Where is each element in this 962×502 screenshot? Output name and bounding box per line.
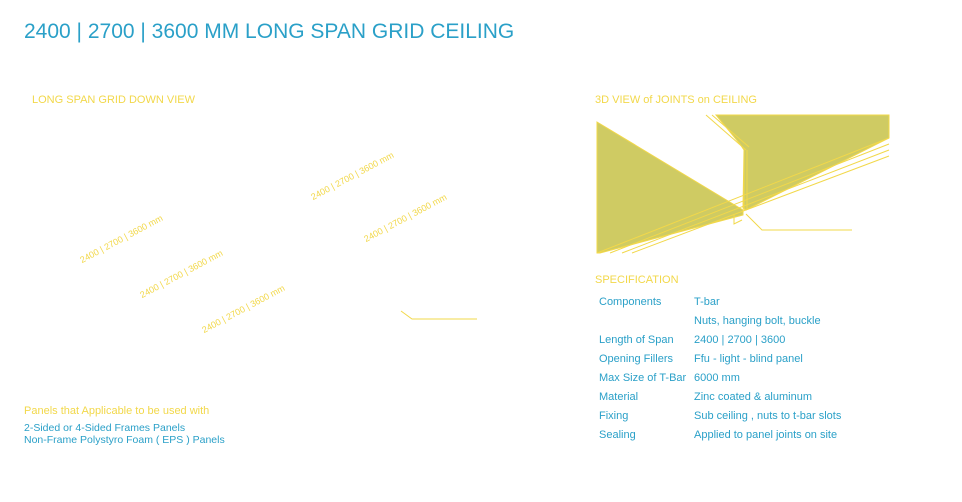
- spec-key: Sealing: [599, 429, 636, 441]
- joint-3d-diagram: [596, 114, 890, 254]
- down-view-label: LONG SPAN GRID DOWN VIEW: [32, 94, 195, 106]
- spec-key: Fixing: [599, 410, 629, 422]
- spec-key: Material: [599, 391, 639, 403]
- spec-value: Zinc coated & aluminum: [694, 391, 812, 403]
- spec-value: 2400 | 2700 | 3600: [694, 334, 786, 346]
- spec-key: Components: [599, 296, 662, 308]
- spec-key: Max Size of T-Bar: [599, 372, 687, 384]
- spec-value: Ffu - light - blind panel: [694, 353, 803, 365]
- spec-key: Opening Fillers: [599, 353, 673, 365]
- spec-value: 6000 mm: [694, 372, 740, 384]
- specification-label: SPECIFICATION: [595, 274, 679, 286]
- applicable-title: Panels that Applicable to be used with: [24, 405, 210, 417]
- 3d-view-label: 3D VIEW of JOINTS on CEILING: [595, 94, 757, 106]
- spec-key: Length of Span: [599, 334, 674, 346]
- page-title: 2400 | 2700 | 3600 MM LONG SPAN GRID CEI…: [24, 20, 515, 43]
- spec-value: Nuts, hanging bolt, buckle: [694, 315, 821, 327]
- applicable-item: Non-Frame Polystyro Foam ( EPS ) Panels: [24, 434, 225, 446]
- spec-value: Applied to panel joints on site: [694, 429, 838, 441]
- applicable-item: 2-Sided or 4-Sided Frames Panels: [24, 422, 186, 434]
- spec-value: T-bar: [694, 296, 720, 308]
- spec-value: Sub ceiling , nuts to t-bar slots: [694, 410, 842, 422]
